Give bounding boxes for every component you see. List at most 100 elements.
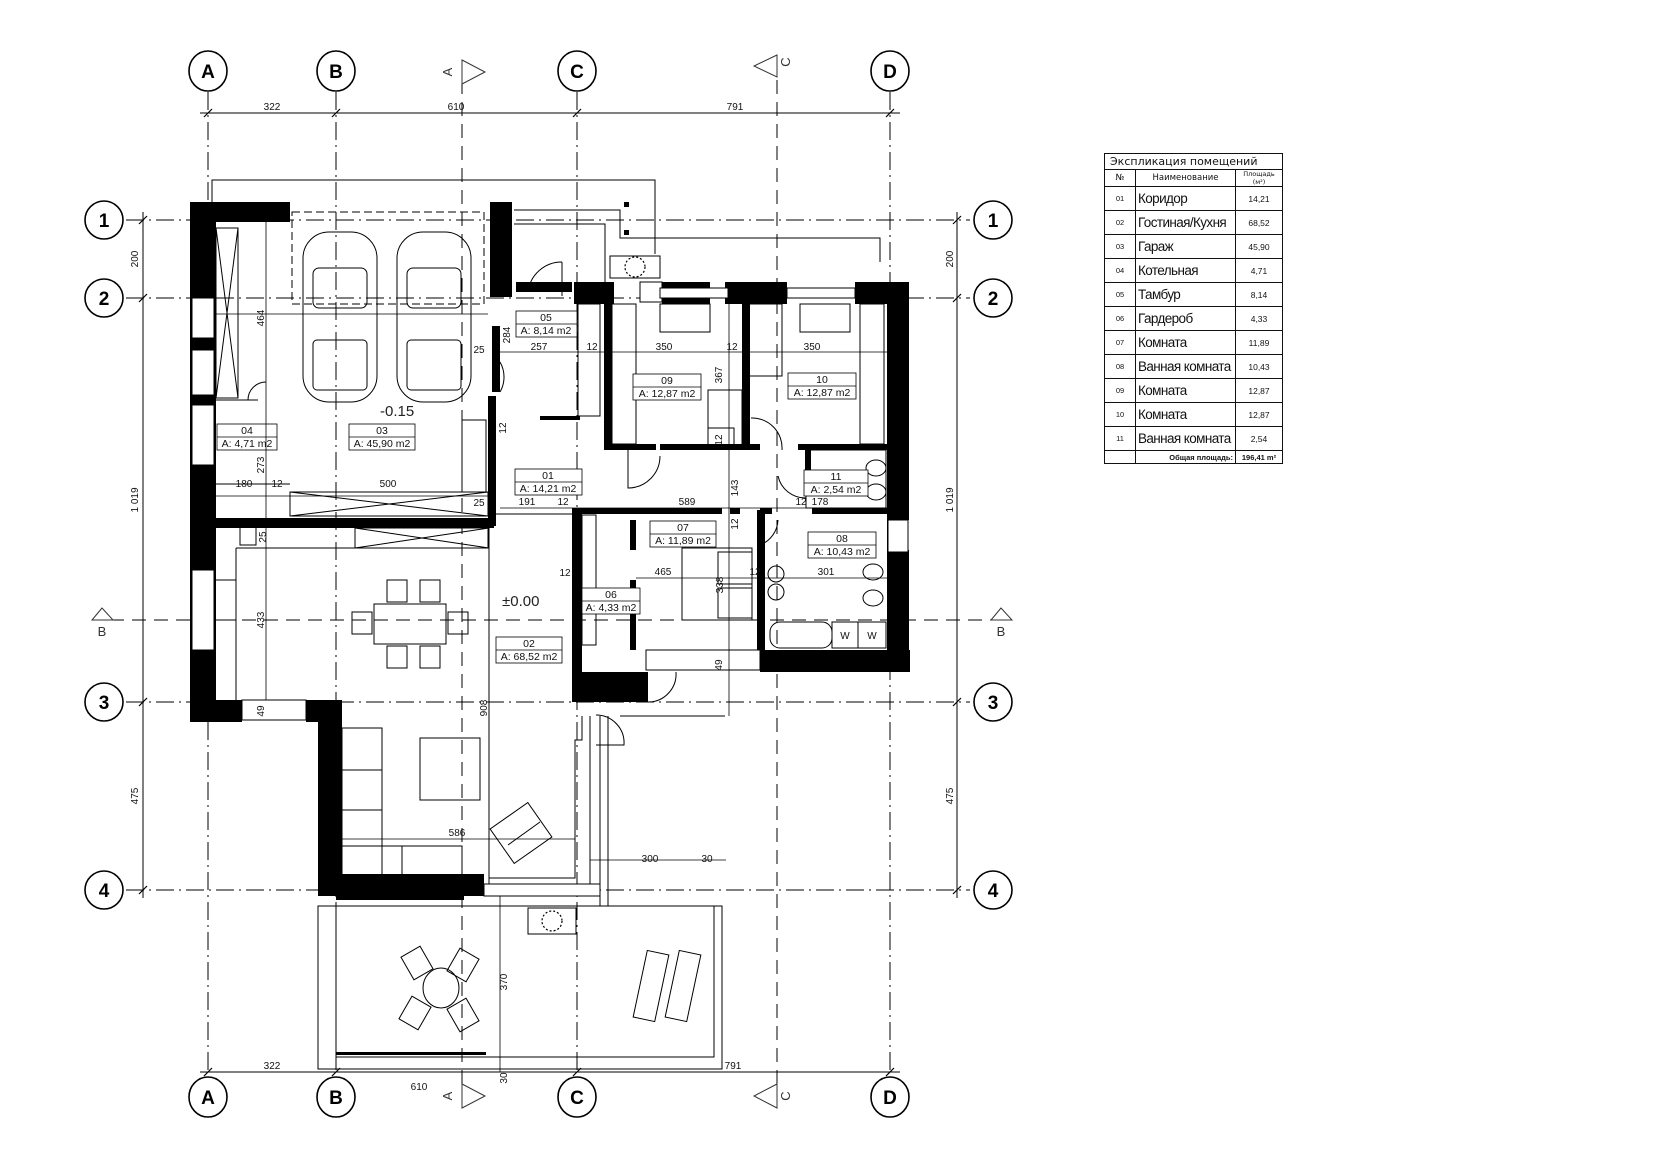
dim-12: 12 xyxy=(726,342,738,353)
dryer-label: W xyxy=(867,631,877,642)
walls xyxy=(190,202,910,896)
room-tag-09-number: 09 xyxy=(661,375,673,387)
room-area: 4,71 xyxy=(1235,258,1283,283)
section-b-right-label: B xyxy=(997,624,1006,639)
section-a-bottom-label: A xyxy=(440,1091,455,1100)
room-tag-03-number: 03 xyxy=(376,425,388,437)
room-tag-06-number: 06 xyxy=(605,589,617,601)
room-name: Комната xyxy=(1135,378,1236,403)
room-number: 07 xyxy=(1104,330,1136,355)
room-name: Коридор xyxy=(1135,186,1236,211)
axis-1-right: 1 xyxy=(988,211,999,232)
room-tag-01-area: A: 14,21 m2 xyxy=(520,483,577,495)
plant-icon xyxy=(541,256,646,932)
room-area: 12,87 xyxy=(1235,402,1283,427)
room-name: Тамбур xyxy=(1135,282,1236,307)
dim-12: 12 xyxy=(559,568,571,579)
room-tags xyxy=(216,310,877,664)
room-tag-10-area: A: 12,87 m2 xyxy=(794,387,851,399)
dim-12: 12 xyxy=(498,422,509,434)
axis-3-left: 3 xyxy=(99,693,110,714)
dim-273: 273 xyxy=(256,456,267,473)
room-name: Гараж xyxy=(1135,234,1236,259)
room-number: 01 xyxy=(1104,186,1136,211)
dim-350: 350 xyxy=(804,342,821,353)
dim-12: 12 xyxy=(586,342,598,353)
room-area: 12,87 xyxy=(1235,378,1283,403)
section-c-top-label: C xyxy=(778,57,793,66)
dim-300: 300 xyxy=(642,854,659,865)
dim-464: 464 xyxy=(256,309,267,326)
room-area: 4,33 xyxy=(1235,306,1283,331)
axis-1-left: 1 xyxy=(99,211,110,232)
dim-left-34: 475 xyxy=(130,787,141,804)
room-number: 06 xyxy=(1104,306,1136,331)
room-tag-02-area: A: 68,52 m2 xyxy=(501,651,558,663)
dim-right-34: 475 xyxy=(945,787,956,804)
axis-b-bottom: B xyxy=(329,1088,343,1109)
room-number: 03 xyxy=(1104,234,1136,259)
dim-338: 338 xyxy=(715,576,726,593)
post-marker xyxy=(624,202,629,207)
dim-500: 500 xyxy=(380,479,397,490)
room-tag-08-area: A: 10,43 m2 xyxy=(814,546,871,558)
room-tag-03-area: A: 45,90 m2 xyxy=(354,438,411,450)
room-tag-08-number: 08 xyxy=(836,533,848,545)
col-header-name: Наименование xyxy=(1135,169,1236,187)
axis-c-bottom: C xyxy=(570,1088,584,1109)
room-number: 08 xyxy=(1104,354,1136,379)
dim-12: 12 xyxy=(271,479,283,490)
dim-25: 25 xyxy=(473,345,485,356)
room-tag-07-area: A: 11,89 m2 xyxy=(655,535,711,547)
room-area: 14,21 xyxy=(1235,186,1283,211)
dim-178: 178 xyxy=(812,497,829,508)
dim-25: 25 xyxy=(473,498,485,509)
room-tag-01-number: 01 xyxy=(542,470,554,482)
dim-350: 350 xyxy=(656,342,673,353)
room-number: 10 xyxy=(1104,402,1136,427)
level-main: ±0.00 xyxy=(502,593,539,610)
room-tag-10-number: 10 xyxy=(816,374,828,386)
room-number: 04 xyxy=(1104,258,1136,283)
dim-589: 589 xyxy=(679,497,696,508)
room-area: 11,89 xyxy=(1235,330,1283,355)
axis-2-right: 2 xyxy=(988,289,999,310)
dim-49: 49 xyxy=(256,705,267,717)
room-area: 8,14 xyxy=(1235,282,1283,307)
total-label: Общая площадь: xyxy=(1135,450,1236,464)
room-number: 09 xyxy=(1104,378,1136,403)
room-tag-05-area: A: 8,14 m2 xyxy=(521,325,572,337)
axis-3-right: 3 xyxy=(988,693,999,714)
room-tag-02-number: 02 xyxy=(523,638,535,650)
section-b-left-label: B xyxy=(98,624,107,639)
dim-433: 433 xyxy=(256,611,267,628)
room-area: 10,43 xyxy=(1235,354,1283,379)
axis-2-left: 2 xyxy=(99,289,110,310)
dimension-chains xyxy=(138,108,962,1077)
room-name: Котельная xyxy=(1135,258,1236,283)
section-lines xyxy=(110,80,1000,1100)
dim-191: 191 xyxy=(519,497,536,508)
dim-465: 465 xyxy=(655,567,672,578)
dim-bottom-bc: 610 xyxy=(411,1082,428,1093)
axis-c-top: C xyxy=(570,62,584,83)
room-name: Гардероб xyxy=(1135,306,1236,331)
room-name: Гостиная/Кухня xyxy=(1135,210,1236,235)
post-marker xyxy=(624,230,629,235)
axis-a-top: A xyxy=(201,62,215,83)
room-tag-06-area: A: 4,33 m2 xyxy=(586,602,637,614)
axis-d-bottom: D xyxy=(883,1088,897,1109)
room-area: 45,90 xyxy=(1235,234,1283,259)
room-schedule-table: Экспликация помещений № Наименование Пло… xyxy=(1104,153,1283,464)
dim-25: 25 xyxy=(258,531,269,543)
dim-30: 30 xyxy=(499,1072,510,1084)
dim-top-bc: 610 xyxy=(448,102,465,113)
room-name: Комната xyxy=(1135,402,1236,427)
